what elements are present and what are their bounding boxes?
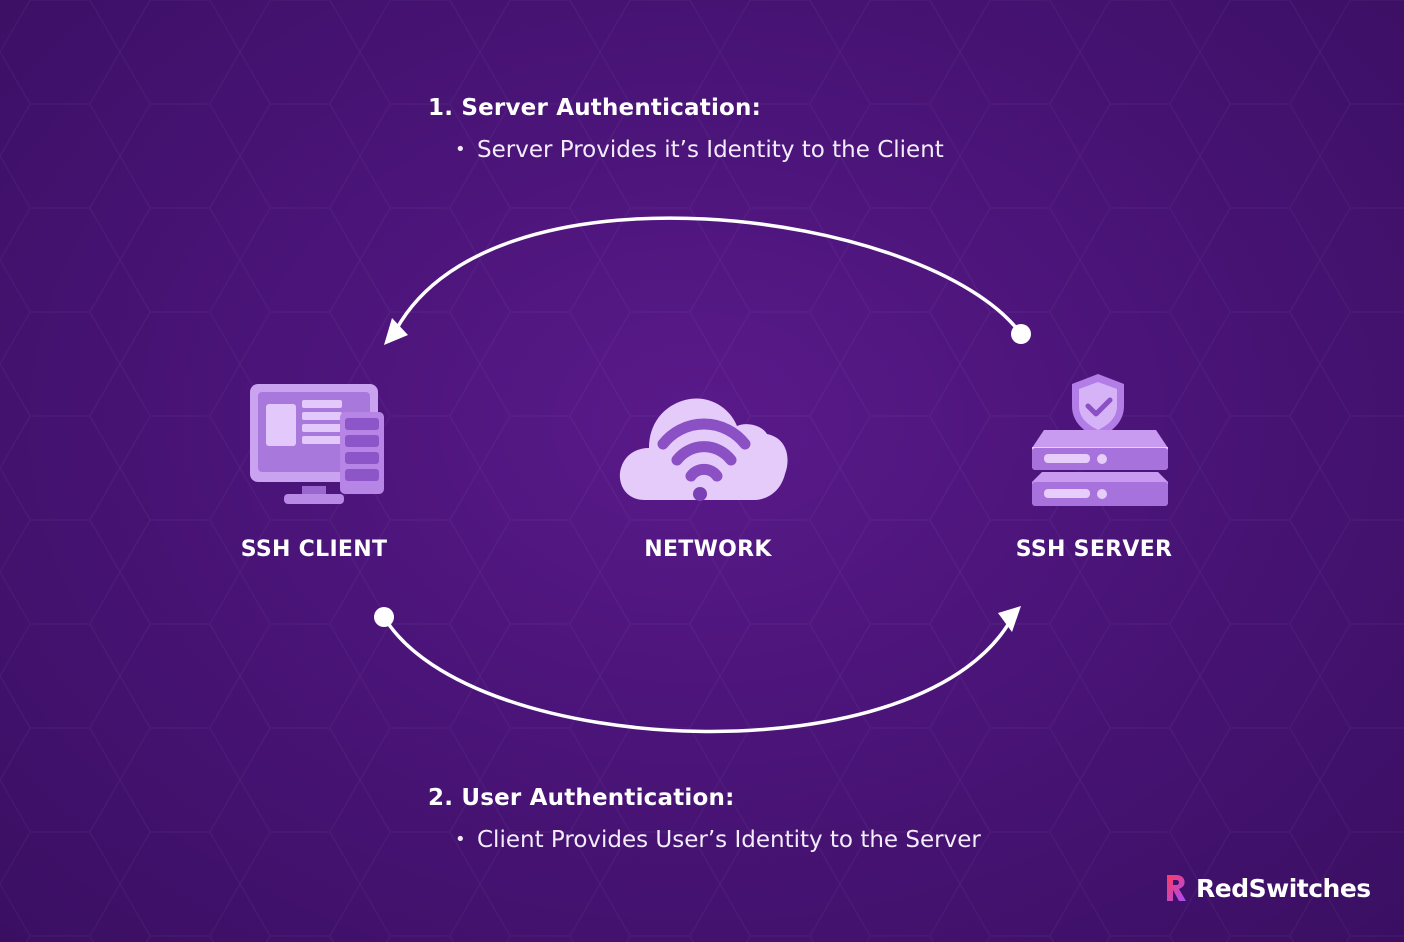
brand-name: RedSwitches: [1196, 873, 1371, 903]
bottom-arc-arrowhead: [998, 606, 1021, 632]
top-arc-arrowhead: [384, 318, 408, 345]
bullet-dot: •: [455, 139, 466, 160]
step-1-bullet-text: Server Provides it’s Identity to the Cli…: [477, 137, 944, 163]
bullet-dot: •: [455, 829, 466, 850]
bottom-arc-start-dot: [374, 607, 394, 627]
redswitches-logo-icon: [1167, 875, 1186, 901]
cloud-wifi-icon: [619, 398, 788, 501]
ssh-server-label: SSH SERVER: [1015, 537, 1173, 562]
server-shield-icon: [1032, 374, 1168, 506]
step-1-bullet: • Server Provides it’s Identity to the Cl…: [455, 137, 944, 163]
computer-monitor-icon: [250, 384, 384, 504]
step-1-title: 1. Server Authentication:: [428, 95, 761, 121]
step-2-bullet: • Client Provides User’s Identity to the …: [455, 827, 981, 853]
ssh-client-label: SSH CLIENT: [240, 537, 388, 562]
step-2-bullet-text: Client Provides User’s Identity to the S…: [477, 827, 981, 853]
step-2-title: 2. User Authentication:: [428, 785, 735, 811]
top-arc-arrow: [390, 216, 1023, 339]
brand-logo: RedSwitches: [1164, 872, 1371, 904]
network-label: NETWORK: [644, 537, 772, 562]
bottom-arc-arrow: [382, 613, 1016, 734]
top-arc-start-dot: [1011, 324, 1031, 344]
